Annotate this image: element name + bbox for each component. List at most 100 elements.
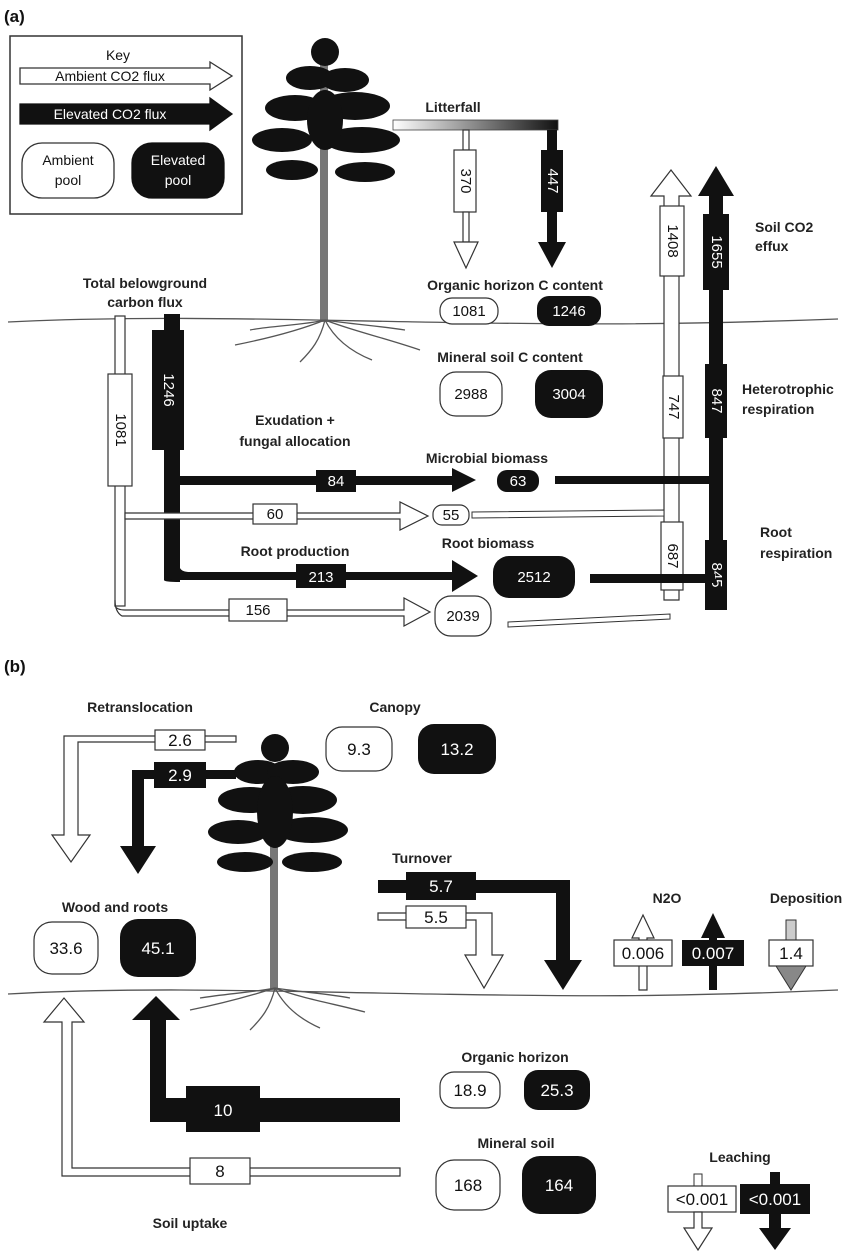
microbial-elevated-connector — [555, 476, 715, 484]
key-elevated-pool-line2: pool — [165, 172, 191, 188]
microbial-ambient-connector — [471, 509, 665, 519]
leaching-elevated-arrow — [740, 1172, 810, 1250]
retranslocation-elevated-value: 2.9 — [168, 766, 192, 785]
key-elevated-flux-label: Elevated CO2 flux — [54, 106, 167, 122]
mineral-b-ambient-pool — [435, 1159, 501, 1211]
key-elevated-arrow-icon — [19, 96, 234, 132]
canopy-ambient-pool — [325, 726, 393, 772]
leaching-ambient-arrow — [667, 1173, 737, 1252]
retranslocation-label: Retranslocation — [87, 699, 193, 715]
litterfall-elevated-value: 447 — [544, 168, 561, 193]
deposition-value: 1.4 — [779, 944, 803, 963]
litterfall-gradient-bar — [392, 119, 559, 131]
key-ambient-pool-line1: Ambient — [42, 152, 93, 168]
tbcf-elevated-value: 1246 — [160, 373, 177, 406]
soil-uptake-ambient-value: 8 — [215, 1162, 224, 1181]
mineral-ambient-value: 2988 — [454, 386, 487, 403]
wood-ambient-value: 33.6 — [49, 939, 82, 958]
n2o-ambient-value: 0.006 — [622, 944, 665, 963]
canopy-label: Canopy — [369, 699, 421, 715]
mineral-b-elevated-value: 164 — [545, 1176, 573, 1195]
root-biomass-elevated-value: 2512 — [517, 569, 550, 586]
soil-uptake-ambient-arrow — [42, 997, 401, 1185]
root-resp-ambient-value: 687 — [664, 543, 681, 568]
retranslocation-ambient-value: 2.6 — [168, 731, 192, 750]
root-resp-elevated-box — [705, 540, 727, 610]
organic-horizon-b-label: Organic horizon — [461, 1049, 568, 1065]
root-biomass-label: Root biomass — [442, 535, 535, 551]
n2o-ambient-arrow — [613, 913, 673, 991]
mineral-soil-label: Mineral soil C content — [437, 349, 583, 365]
root-biomass-ambient-value: 2039 — [446, 608, 479, 625]
ground-line-b — [7, 989, 839, 997]
soil-uptake-elevated-arrow — [132, 996, 400, 1132]
deposition-arrow — [768, 919, 814, 991]
litterfall-ambient-value: 370 — [457, 168, 474, 193]
n2o-label: N2O — [653, 890, 682, 906]
exudation-elevated-value: 84 — [328, 473, 345, 490]
key-ambient-pool-line2: pool — [55, 172, 81, 188]
turnover-elevated-arrow — [378, 872, 582, 990]
hetero-label-line2: respiration — [742, 401, 814, 417]
soil-efflux-label-line1: Soil CO2 — [755, 219, 814, 235]
mineral-elevated-pool — [535, 370, 603, 418]
wood-ambient-pool — [33, 921, 99, 975]
hetero-ambient-box — [662, 375, 684, 439]
tbcf-label-line2: carbon flux — [107, 294, 183, 310]
root-production-ambient-value: 156 — [245, 602, 270, 619]
root-biomass-ambient-connector — [507, 613, 671, 628]
root-resp-ambient-box — [660, 521, 684, 591]
wood-elevated-pool — [120, 919, 196, 977]
canopy-ambient-value: 9.3 — [347, 740, 371, 759]
key-elevated-pool-line1: Elevated — [151, 152, 205, 168]
tbcf-label-line1: Total belowground — [83, 275, 207, 291]
mineral-elevated-value: 3004 — [552, 386, 585, 403]
organic-horizon-label: Organic horizon C content — [427, 277, 603, 293]
litterfall-elevated-arrow — [538, 130, 566, 268]
microbial-biomass-label: Microbial biomass — [426, 450, 548, 466]
n2o-elevated-value: 0.007 — [692, 944, 735, 963]
litterfall-ambient-arrow — [453, 129, 479, 270]
leaching-label: Leaching — [709, 1149, 770, 1165]
hetero-label-line1: Heterotrophic — [742, 381, 834, 397]
organic-ambient-pool — [439, 297, 499, 325]
exudation-ambient-value: 60 — [267, 506, 284, 523]
ground-line-a — [7, 317, 839, 325]
key-title: Key — [106, 47, 130, 63]
pine-tree-icon — [234, 38, 421, 363]
turnover-ambient-value: 5.5 — [424, 908, 448, 927]
microbial-ambient-value: 55 — [443, 507, 460, 524]
root-resp-label-line1: Root — [760, 524, 792, 540]
mineral-b-elevated-pool — [522, 1156, 596, 1214]
panel-b-label: (b) — [4, 657, 26, 676]
canopy-elevated-pool — [418, 724, 496, 774]
mineral-ambient-pool — [439, 371, 503, 417]
n2o-elevated-arrow — [682, 913, 744, 990]
retranslocation-ambient-arrow — [50, 729, 237, 864]
turnover-elevated-value: 5.7 — [429, 877, 453, 896]
tbcf-ambient-value: 1081 — [112, 413, 129, 446]
key-ambient-flux-label: Ambient CO2 flux — [55, 68, 165, 84]
wood-roots-label: Wood and roots — [62, 899, 168, 915]
leaching-ambient-value: <0.001 — [676, 1190, 728, 1209]
retranslocation-elevated-arrow — [120, 762, 236, 874]
key-ambient-pool-icon — [21, 142, 115, 199]
key-legend: Key Ambient CO2 flux Elevated CO2 flux A… — [9, 35, 243, 215]
turnover-ambient-arrow — [377, 905, 505, 990]
soil-efflux-elevated-value: 1655 — [708, 235, 725, 268]
canopy-elevated-value: 13.2 — [440, 740, 473, 759]
exudation-label-line2: fungal allocation — [239, 433, 350, 449]
exudation-elevated-arrow — [172, 468, 476, 492]
root-production-ambient-arrow — [114, 596, 432, 628]
root-biomass-elevated-connector — [590, 574, 715, 583]
litterfall-label: Litterfall — [425, 99, 480, 115]
organic-b-elevated-value: 25.3 — [540, 1081, 573, 1100]
microbial-ambient-pool — [432, 504, 470, 526]
mineral-soil-b-label: Mineral soil — [477, 1135, 554, 1151]
organic-b-ambient-value: 18.9 — [453, 1081, 486, 1100]
root-production-label: Root production — [241, 543, 350, 559]
hetero-elevated-value: 847 — [708, 388, 725, 413]
exudation-ambient-arrow — [124, 501, 430, 531]
root-production-elevated-value: 213 — [308, 569, 333, 586]
